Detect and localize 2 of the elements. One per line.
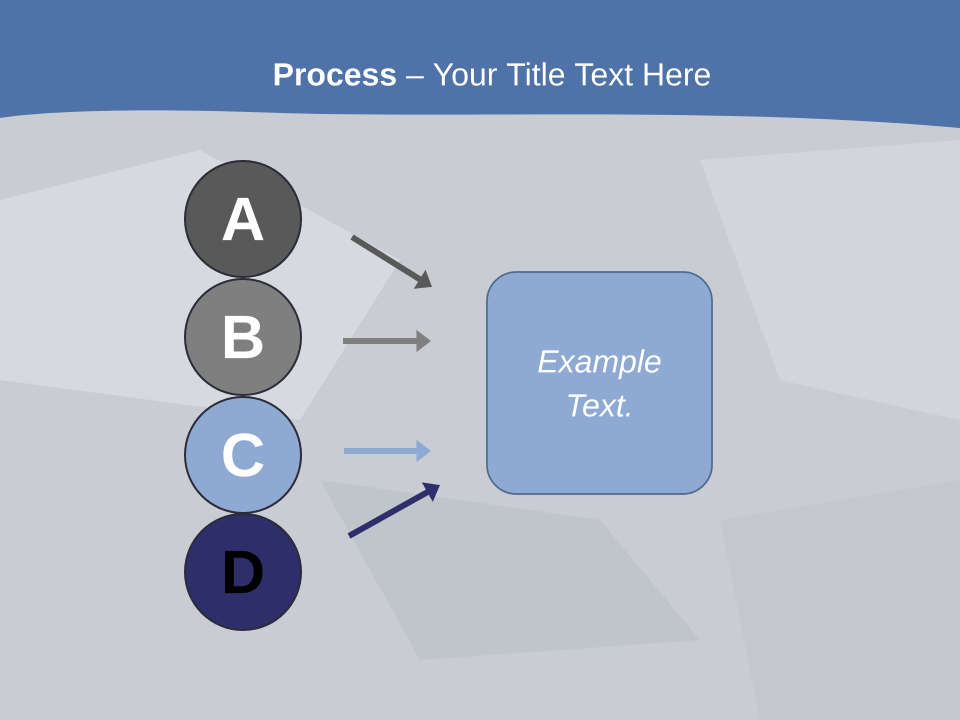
title: Process – Your Title Text Here — [274, 62, 710, 86]
text-box: Example Text. — [486, 271, 713, 495]
